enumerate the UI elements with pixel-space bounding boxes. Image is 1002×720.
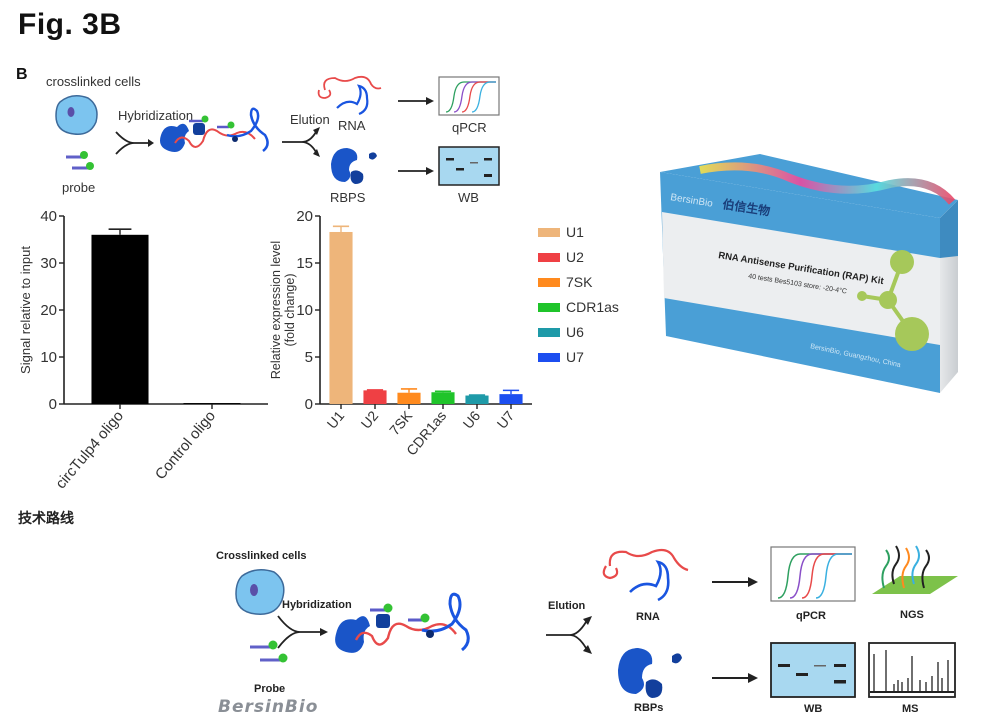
legend-item: U6 xyxy=(538,324,584,340)
legend-label: CDR1as xyxy=(566,299,619,315)
figure-title: Fig. 3B xyxy=(18,8,122,41)
y-tick-label: 10 xyxy=(40,349,57,366)
probe-icon xyxy=(66,151,94,170)
y-tick-label: 30 xyxy=(40,255,57,272)
rbps-icon xyxy=(331,148,377,184)
bottom-qpcr-plot-icon xyxy=(770,546,856,602)
legend-item: CDR1as xyxy=(538,299,619,315)
bar-u2 xyxy=(363,390,387,404)
ngs-label: NGS xyxy=(900,609,924,621)
bar-cdr1as xyxy=(431,392,455,404)
bersinbio-logo: BersinBio xyxy=(218,697,319,717)
elution-label: Elution xyxy=(290,112,330,127)
legend-swatch xyxy=(538,302,560,312)
section-title: 技术路线 xyxy=(18,510,74,526)
y-axis-label: Signal relative to input xyxy=(18,246,33,374)
y-axis-label: Relative expression level xyxy=(269,241,283,379)
cells-label: crosslinked cells xyxy=(46,74,141,89)
bottom-cell-icon xyxy=(235,569,285,615)
bar-u6 xyxy=(465,395,489,404)
legend-item: U2 xyxy=(538,249,584,265)
merge-arrow-icon xyxy=(115,131,154,155)
y-tick-label: 0 xyxy=(49,396,57,413)
bottom-split-arrow-icon xyxy=(546,616,592,654)
ms-spectrum-icon xyxy=(868,642,956,698)
legend-item: 7SK xyxy=(538,274,592,290)
legend-label: 7SK xyxy=(566,274,593,290)
arrow-right-icon xyxy=(398,167,434,175)
y-tick-label: 0 xyxy=(305,396,313,413)
legend-swatch xyxy=(538,277,560,287)
x-tick-label: 7SK xyxy=(386,407,416,438)
x-tick-label: Control oligo xyxy=(152,408,219,483)
bar-u1 xyxy=(329,231,353,404)
split-arrow-icon xyxy=(282,127,320,157)
bottom-cells-label: Crosslinked cells xyxy=(216,550,307,562)
y-tick-label: 15 xyxy=(296,255,313,272)
cell-icon xyxy=(55,95,98,135)
y-tick-label: 20 xyxy=(40,302,57,319)
bottom-qpcr-label: qPCR xyxy=(796,610,826,622)
rna-strands-icon xyxy=(317,75,382,116)
legend-item: U1 xyxy=(538,224,584,240)
wb-blot-icon xyxy=(438,146,500,186)
legend-swatch xyxy=(538,227,560,237)
x-tick-label: U2 xyxy=(358,407,382,431)
legend-item: U7 xyxy=(538,349,584,365)
y-tick-label: 10 xyxy=(296,302,313,319)
product-box-image: BersinBio 伯信生物 RNA Antisense Purificatio… xyxy=(660,154,958,393)
bottom-wb-label: WB xyxy=(804,703,823,715)
y-tick-label: 40 xyxy=(40,208,57,225)
probe-label: probe xyxy=(62,180,96,195)
bottom-elution-label: Elution xyxy=(548,600,586,612)
bottom-rna-protein-complex-icon xyxy=(335,592,470,653)
x-tick-label: U7 xyxy=(494,407,518,431)
hybridization-label: Hybridization xyxy=(118,108,194,123)
y-tick-label: 20 xyxy=(296,208,313,225)
x-tick-label: U1 xyxy=(324,407,348,431)
bottom-merge-arrow-icon xyxy=(277,615,328,649)
qpcr-plot-icon xyxy=(438,76,500,116)
arrow-right-icon xyxy=(712,577,758,587)
rbps-label: RBPS xyxy=(330,190,366,205)
bar-7sk xyxy=(397,392,421,404)
bar-circtulp4-oligo xyxy=(91,234,149,404)
legend-label: U2 xyxy=(566,249,584,265)
legend-label: U1 xyxy=(566,224,584,240)
bottom-probe-icon xyxy=(250,640,288,663)
qpcr-label: qPCR xyxy=(452,120,487,135)
panel-letter: B xyxy=(16,66,28,83)
bottom-rbps-label: RBPs xyxy=(634,702,664,714)
x-tick-label: circTulp4 oligo xyxy=(52,408,127,493)
y-tick-label: 5 xyxy=(305,349,313,366)
rna-protein-complex-icon xyxy=(160,107,269,152)
ms-label: MS xyxy=(902,703,919,715)
bottom-wb-blot-icon xyxy=(770,642,856,698)
arrow-right-icon xyxy=(712,673,758,683)
legend-label: U7 xyxy=(566,349,584,365)
legend-swatch xyxy=(538,327,560,337)
arrow-right-icon xyxy=(398,97,434,105)
wb-label: WB xyxy=(458,190,479,205)
bottom-rna-label: RNA xyxy=(636,611,660,623)
rna-label: RNA xyxy=(338,118,366,133)
legend-swatch xyxy=(538,252,560,262)
bar-control-oligo xyxy=(183,403,241,404)
bar-u7 xyxy=(499,394,523,404)
bottom-probe-label: Probe xyxy=(254,683,286,695)
legend-label: U6 xyxy=(566,324,584,340)
bottom-hybridization-label: Hybridization xyxy=(282,599,352,611)
bottom-rna-strands-icon xyxy=(602,548,689,602)
bottom-rbps-icon xyxy=(618,648,682,698)
legend-swatch xyxy=(538,352,560,362)
box-brand-cn: 伯信生物 xyxy=(722,196,772,218)
y-axis-label-2: (fold change) xyxy=(283,274,297,347)
ngs-icon xyxy=(872,545,958,594)
x-tick-label: U6 xyxy=(460,407,484,431)
